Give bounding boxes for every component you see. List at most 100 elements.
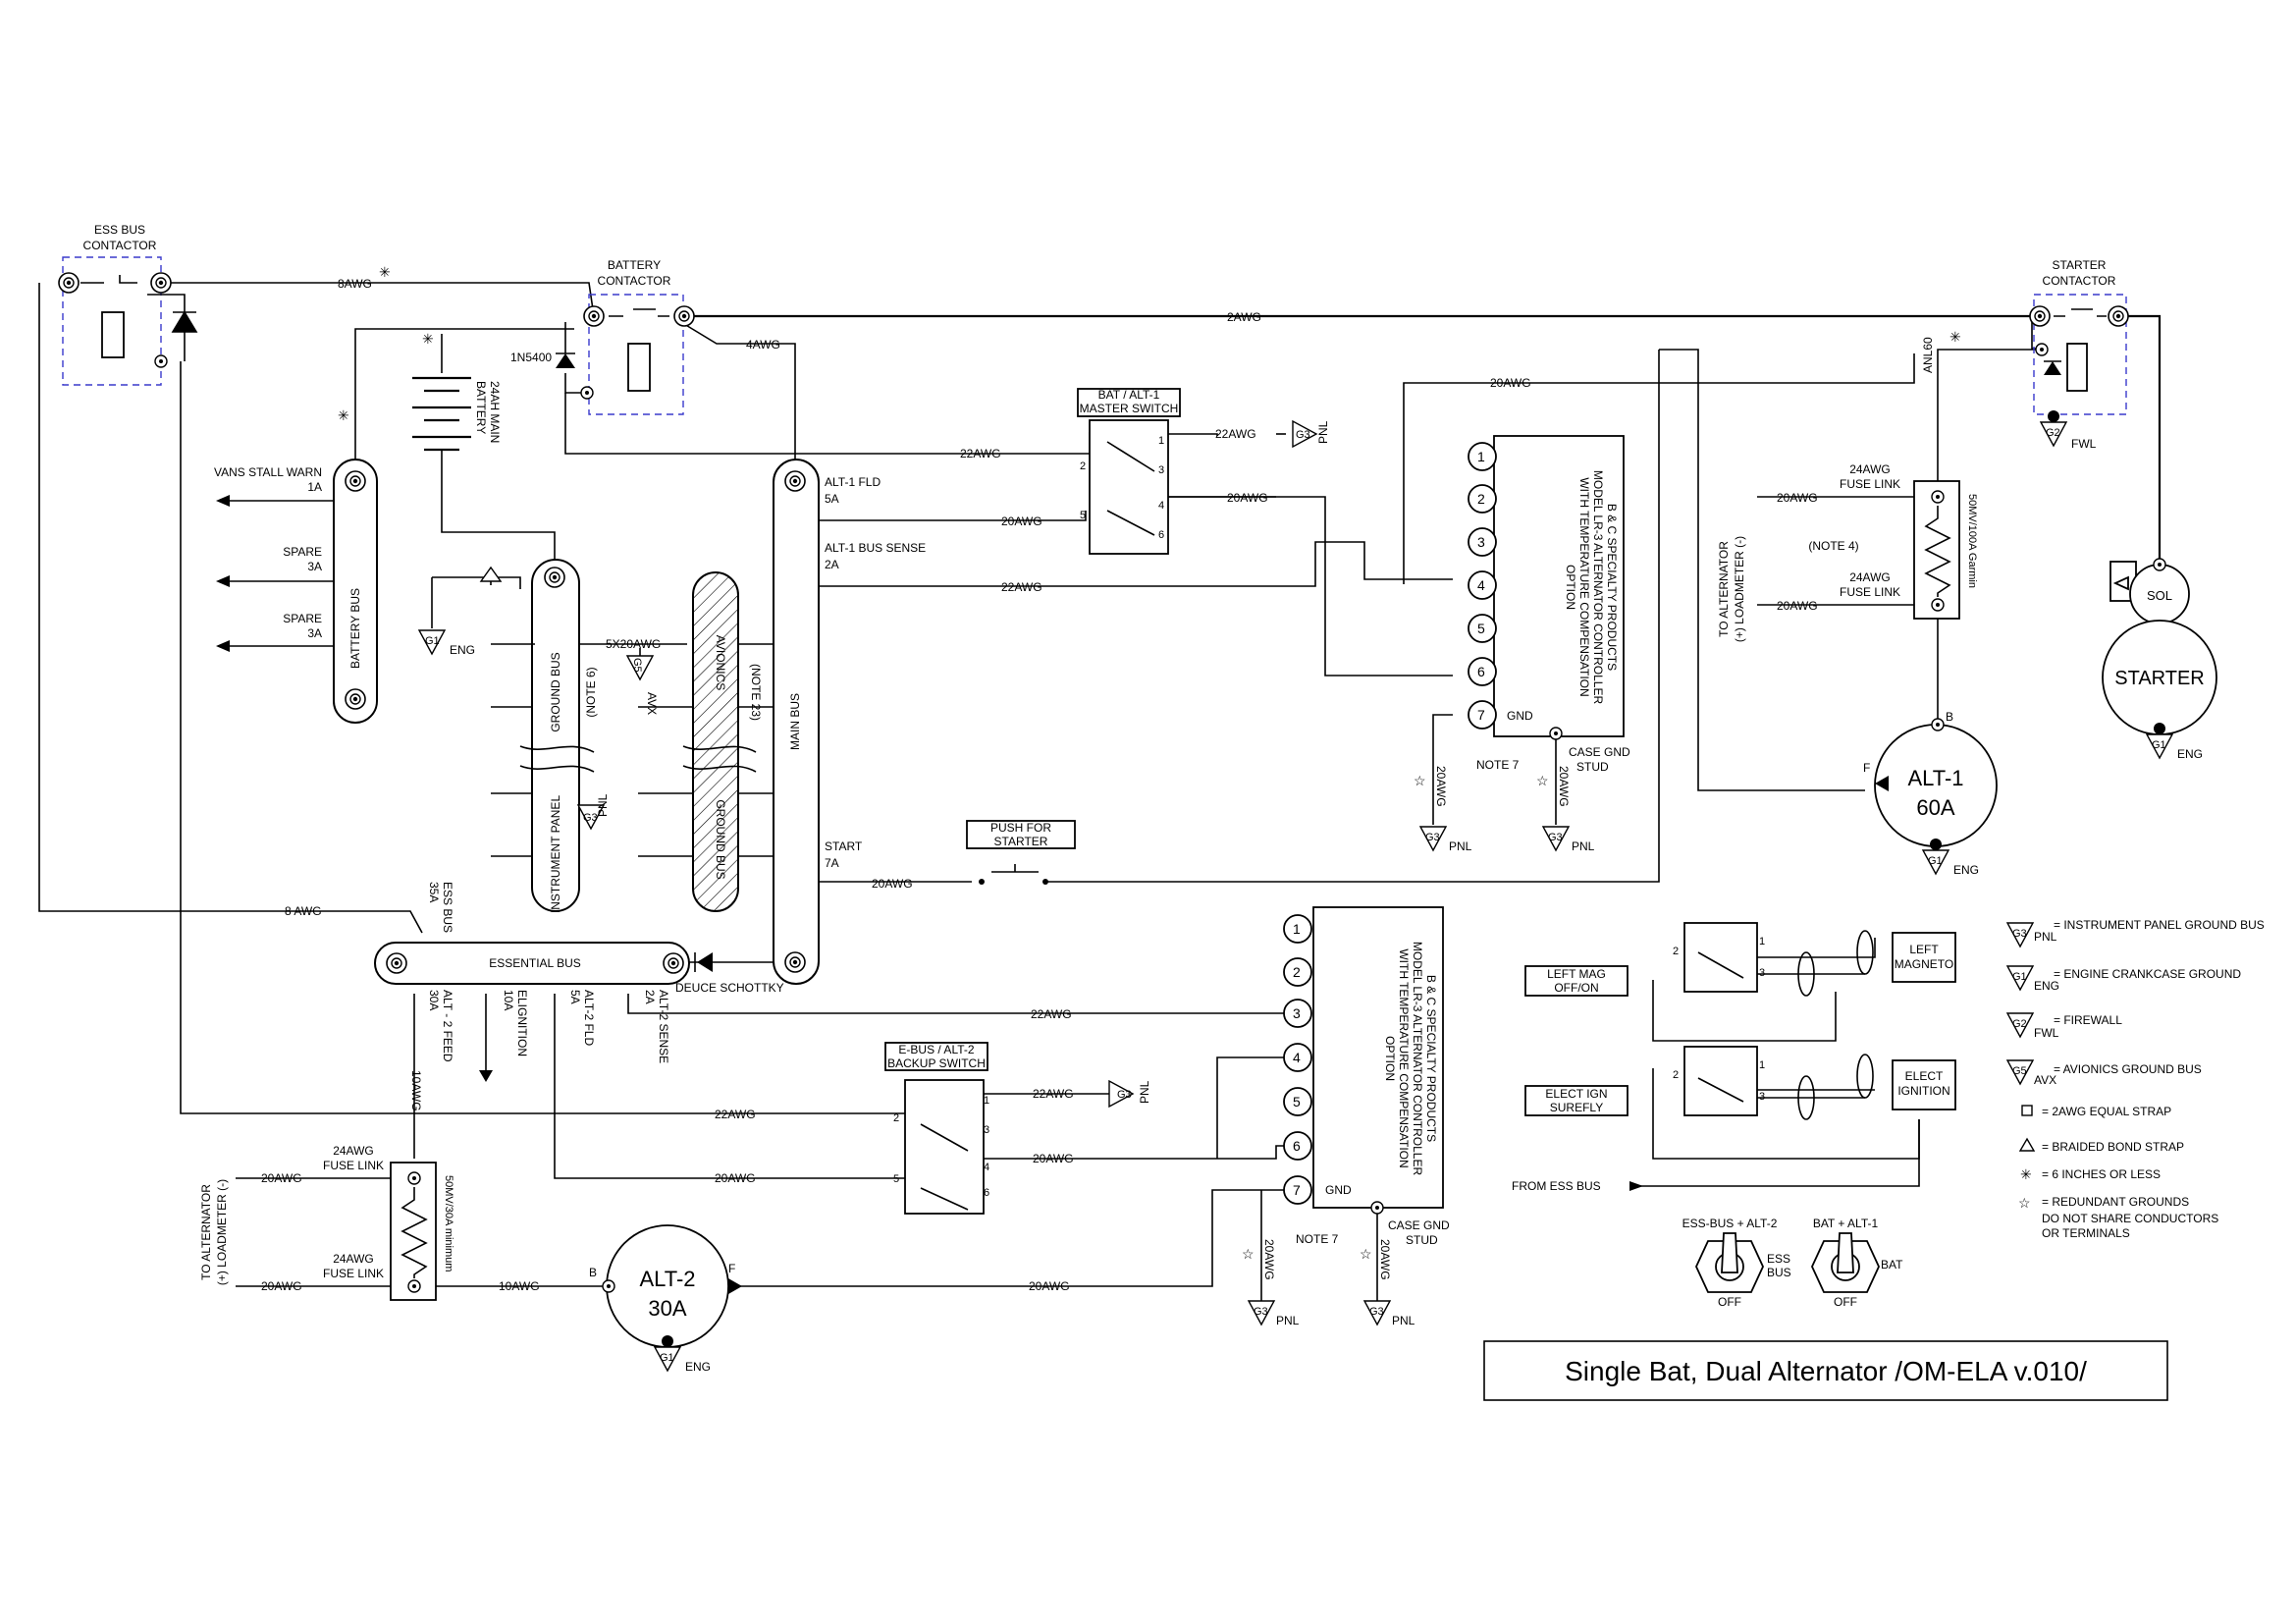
svg-text:ALT-2 SENSE: ALT-2 SENSE	[657, 990, 670, 1063]
svg-text:22AWG: 22AWG	[960, 447, 1001, 460]
svg-text:22AWG: 22AWG	[1031, 1007, 1072, 1021]
svg-text:7: 7	[1477, 707, 1485, 723]
svg-text:ANL60: ANL60	[1921, 337, 1935, 373]
alternator-controller-2: B & C SPECIALTY PRODUCTS MODEL LR-3 ALTE…	[1242, 906, 1450, 1327]
toggle-switch-icons: ESS-BUS + ALT-2 ESS BUS OFF BAT + ALT-1 …	[1682, 1217, 1904, 1309]
svg-text:ALT-1 FLD: ALT-1 FLD	[825, 475, 881, 489]
starter-contactor: STARTER CONTACTOR G2 FWL	[2029, 258, 2129, 451]
svg-text:BATTERY: BATTERY	[474, 381, 488, 434]
svg-text:G2: G2	[2046, 427, 2060, 439]
svg-text:G3: G3	[1254, 1306, 1268, 1318]
svg-text:35A: 35A	[427, 882, 441, 902]
svg-text:4: 4	[1293, 1050, 1301, 1065]
svg-text:VANS STALL WARN: VANS STALL WARN	[214, 465, 322, 479]
avionics-bus: AVIONICS (NOTE 23) GROUND BUS G5 AVX G3 …	[577, 571, 785, 912]
svg-text:✳: ✳	[422, 331, 434, 347]
master-switch: BAT / ALT-1 MASTER SWITCH 12 34 56 G3 PN…	[1077, 388, 1330, 555]
svg-text:FWL: FWL	[2071, 437, 2097, 451]
svg-text:✳: ✳	[338, 407, 349, 423]
svg-text:22AWG: 22AWG	[715, 1108, 756, 1121]
svg-text:STARTER: STARTER	[994, 835, 1048, 848]
svg-text:G2: G2	[2012, 1018, 2027, 1030]
backup-switch: E-BUS / ALT-2 BACKUP SWITCH 12 34 56 G3 …	[884, 1042, 1151, 1215]
svg-text:5: 5	[1477, 621, 1485, 636]
svg-text:50MV/30A minimum: 50MV/30A minimum	[443, 1175, 454, 1272]
svg-text:G3: G3	[1425, 832, 1440, 843]
svg-text:STUD: STUD	[1406, 1233, 1438, 1247]
controller-1-text: B & C SPECIALTY PRODUCTS MODEL LR-3 ALTE…	[1564, 470, 1619, 705]
svg-text:G3: G3	[2012, 928, 2027, 940]
svg-text:MODEL LR-3 ALTERNATOR CONTROLL: MODEL LR-3 ALTERNATOR CONTROLLER	[1591, 470, 1605, 705]
svg-text:2A: 2A	[825, 558, 839, 571]
svg-text:20AWG: 20AWG	[1490, 376, 1531, 390]
svg-text:ALT - 2 FEED: ALT - 2 FEED	[441, 990, 454, 1062]
svg-text:1A: 1A	[307, 480, 322, 494]
svg-text:2: 2	[1477, 491, 1485, 507]
svg-text:✳: ✳	[379, 264, 391, 280]
svg-text:4: 4	[984, 1162, 989, 1173]
svg-text:ALT-2: ALT-2	[639, 1267, 695, 1291]
svg-text:PNL: PNL	[596, 793, 610, 817]
svg-text:☆: ☆	[2018, 1195, 2031, 1211]
svg-text:MAGNETO: MAGNETO	[1895, 957, 1953, 971]
svg-text:✳: ✳	[1949, 329, 1961, 345]
svg-text:20AWG: 20AWG	[1033, 1152, 1074, 1165]
svg-text:STUD: STUD	[1576, 760, 1609, 774]
svg-text:G3: G3	[1369, 1306, 1384, 1318]
svg-text:6: 6	[984, 1187, 989, 1199]
svg-text:ENG: ENG	[2034, 979, 2059, 993]
svg-text:3A: 3A	[307, 626, 322, 640]
svg-text:2AWG: 2AWG	[1227, 310, 1261, 324]
svg-text:INSTRUMENT PANEL: INSTRUMENT PANEL	[549, 795, 562, 914]
svg-text:F: F	[728, 1262, 735, 1275]
svg-text:22AWG: 22AWG	[1033, 1087, 1074, 1101]
svg-text:CONTACTOR: CONTACTOR	[598, 274, 671, 288]
svg-text:3A: 3A	[307, 560, 322, 573]
svg-text:G3: G3	[1296, 429, 1310, 441]
svg-text:20AWG: 20AWG	[1777, 491, 1818, 505]
svg-text:G3: G3	[1117, 1089, 1132, 1101]
svg-text:ELECT: ELECT	[1905, 1069, 1944, 1083]
svg-text:ALT-1 BUS SENSE: ALT-1 BUS SENSE	[825, 541, 926, 555]
essential-bus: ESSENTIAL BUS DEUCE SCHOTTKY ESS BUS 35A…	[374, 882, 784, 1082]
alt2-shunt: 50MV/30A minimum 24AWG FUSE LINK 24AWG F…	[199, 1144, 454, 1301]
svg-text:3: 3	[1158, 464, 1164, 476]
svg-text:20AWG: 20AWG	[1262, 1239, 1276, 1280]
starter-motor: SOL STARTER G1 ENG	[2102, 558, 2217, 761]
svg-text:G1: G1	[660, 1352, 674, 1364]
svg-text:ALT-1: ALT-1	[1907, 766, 1963, 790]
svg-text:MAIN BUS: MAIN BUS	[788, 693, 802, 750]
controller-1-pins: 1 2 3 4 5 6 7	[1468, 442, 1497, 730]
svg-text:LEFT MAG: LEFT MAG	[1547, 967, 1606, 981]
svg-text:OPTION: OPTION	[1564, 565, 1577, 610]
svg-text:ENG: ENG	[1953, 863, 1979, 877]
svg-text:PNL: PNL	[2034, 930, 2057, 944]
svg-text:5: 5	[893, 1173, 899, 1185]
svg-text:☆: ☆	[1536, 773, 1549, 788]
toggle-switch-icon	[1811, 1232, 1880, 1293]
svg-text:6: 6	[1293, 1138, 1301, 1154]
svg-text:24AH MAIN: 24AH MAIN	[488, 381, 502, 443]
svg-text:G1: G1	[2152, 739, 2166, 751]
svg-text:5: 5	[1293, 1094, 1301, 1110]
svg-text:GROUND BUS: GROUND BUS	[714, 799, 727, 879]
svg-text:(+) LOADMETER (-): (+) LOADMETER (-)	[215, 1179, 229, 1285]
svg-text:= REDUNDANT GROUNDS: = REDUNDANT GROUNDS	[2042, 1195, 2189, 1209]
svg-text:PUSH FOR: PUSH FOR	[990, 821, 1051, 835]
svg-text:8 AWG: 8 AWG	[285, 904, 322, 918]
svg-text:2: 2	[893, 1112, 899, 1124]
svg-text:ESS BUS: ESS BUS	[94, 223, 145, 237]
svg-text:20AWG: 20AWG	[872, 877, 913, 891]
svg-text:20AWG: 20AWG	[1777, 599, 1818, 613]
svg-text:G1: G1	[2012, 971, 2027, 983]
svg-text:7: 7	[1293, 1182, 1301, 1198]
svg-text:BACKUP SWITCH: BACKUP SWITCH	[887, 1056, 986, 1070]
svg-text:FUSE LINK: FUSE LINK	[323, 1159, 384, 1172]
svg-text:1: 1	[1293, 921, 1301, 937]
svg-text:SPARE: SPARE	[283, 545, 322, 559]
ground-bus: GROUND BUS (NOTE 6) INSTRUMENT PANEL G1 …	[418, 559, 687, 914]
svg-text:2: 2	[1080, 460, 1086, 472]
svg-text:FUSE LINK: FUSE LINK	[1840, 477, 1900, 491]
svg-text:WITH TEMPERATURE COMPENSATION: WITH TEMPERATURE COMPENSATION	[1397, 948, 1411, 1167]
